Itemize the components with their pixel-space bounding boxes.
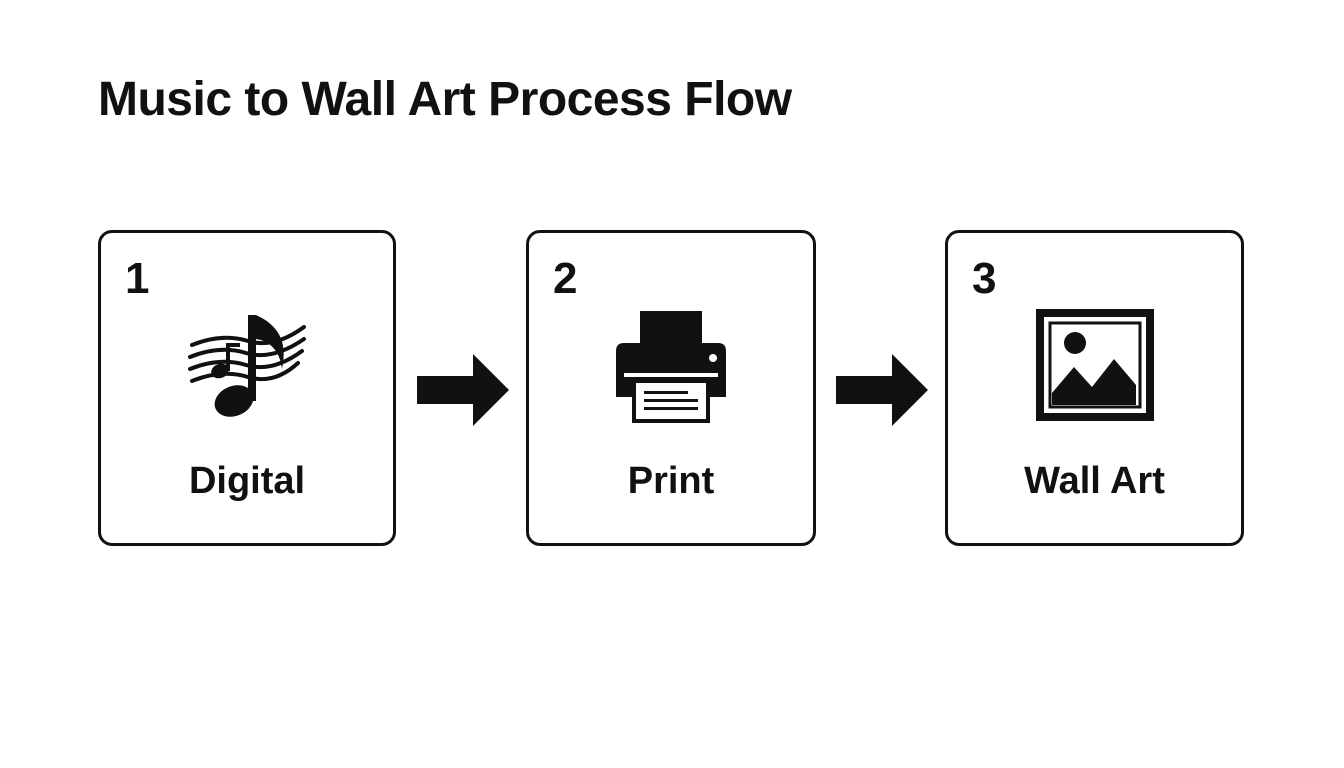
step-box-wall-art: 3 Wall Art <box>945 230 1244 546</box>
music-notes-icon <box>182 305 312 425</box>
step-label: Wall Art <box>1024 460 1165 502</box>
step-number: 1 <box>125 254 150 303</box>
step-label: Digital <box>188 460 306 502</box>
step-box-digital: 1 Digital <box>98 230 396 546</box>
right-arrow-icon <box>834 352 930 428</box>
step-number: 2 <box>553 254 578 303</box>
framed-picture-icon <box>1030 305 1160 425</box>
step-box-print: 2 Print <box>526 230 816 546</box>
step-number: 3 <box>972 254 997 303</box>
step-label: Print <box>627 460 715 502</box>
printer-icon <box>606 305 736 425</box>
right-arrow-icon <box>415 352 511 428</box>
diagram-title: Music to Wall Art Process Flow <box>98 73 792 126</box>
